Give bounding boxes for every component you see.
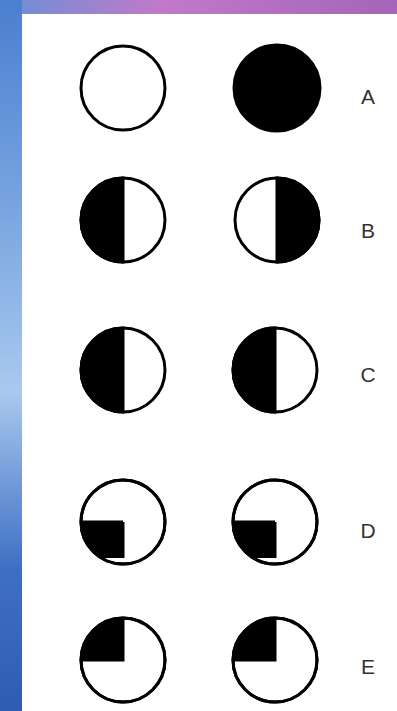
row-letter: B bbox=[361, 220, 375, 241]
row-letter: D bbox=[360, 520, 375, 541]
row-letter: C bbox=[360, 364, 375, 385]
row-letter: A bbox=[361, 86, 375, 107]
row-letter: E bbox=[361, 656, 375, 677]
